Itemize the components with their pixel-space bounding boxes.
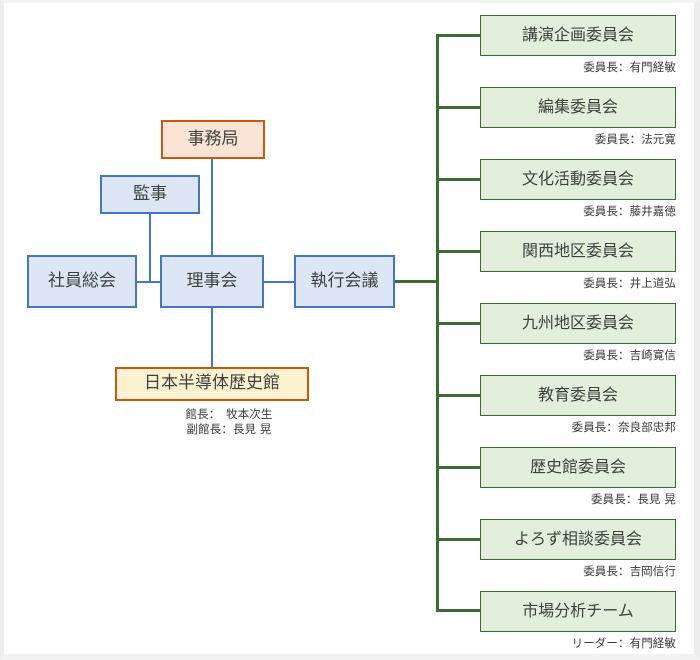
caption-committee-5: 委員長：奈良部忠邦 <box>571 420 676 434</box>
node-committee-1-label: 編集委員会 <box>537 97 618 117</box>
node-committee-8[interactable]: 市場分析チーム <box>480 591 676 632</box>
node-committee-5-label: 教育委員会 <box>537 385 618 405</box>
caption-committee-6: 委員長：長見 晃 <box>591 492 676 506</box>
node-committee-3[interactable]: 関西地区委員会 <box>480 231 676 272</box>
node-committee-6-label: 歴史館委員会 <box>529 457 626 477</box>
node-general-meeting[interactable]: 社員総会 <box>27 255 137 308</box>
caption-committee-1: 委員長：法元寛 <box>594 132 676 146</box>
node-auditor[interactable]: 監事 <box>100 175 200 214</box>
node-committee-0-label: 講演企画委員会 <box>521 25 634 45</box>
committee-branch <box>436 106 480 109</box>
node-committee-8-label: 市場分析チーム <box>522 601 634 621</box>
connector-secretariat-to-board <box>211 159 213 255</box>
committee-branch <box>436 178 480 181</box>
committee-branch <box>436 250 480 253</box>
node-committee-5[interactable]: 教育委員会 <box>480 375 676 416</box>
node-executive-meeting-label: 執行会議 <box>310 270 379 291</box>
committee-branch <box>436 34 480 37</box>
committee-branch <box>436 466 480 469</box>
connector-executive-to-trunk <box>394 280 439 283</box>
caption-committee-8: リーダー：有門経敏 <box>571 636 676 650</box>
node-museum[interactable]: 日本半導体歴史館 <box>115 367 309 401</box>
node-committee-3-label: 関西地区委員会 <box>521 241 634 261</box>
node-executive-meeting[interactable]: 執行会議 <box>294 255 395 308</box>
node-committee-2-label: 文化活動委員会 <box>521 169 634 189</box>
museum-caption-director: 館長： 牧本次生 <box>185 407 273 421</box>
node-committee-7-label: よろず相談委員会 <box>513 529 642 549</box>
committee-branch <box>436 609 480 612</box>
node-committee-0[interactable]: 講演企画委員会 <box>480 15 676 56</box>
connector-board-to-museum <box>211 308 213 368</box>
node-committee-4-label: 九州地区委員会 <box>521 313 634 333</box>
node-board-of-directors[interactable]: 理事会 <box>160 255 264 308</box>
committee-branch <box>436 538 480 541</box>
connector-generalmeeting-to-board <box>135 281 162 283</box>
node-auditor-label: 監事 <box>133 183 167 204</box>
node-secretariat[interactable]: 事務局 <box>161 120 265 159</box>
node-general-meeting-label: 社員総会 <box>48 270 116 291</box>
museum-caption-deputy-director: 副館長：長見 晃 <box>186 422 272 436</box>
connector-board-to-executive <box>262 281 295 283</box>
committee-branch <box>436 322 480 325</box>
node-committee-4[interactable]: 九州地区委員会 <box>480 303 676 344</box>
node-committee-7[interactable]: よろず相談委員会 <box>480 519 676 560</box>
caption-committee-7: 委員長：吉岡信行 <box>583 564 676 578</box>
connector-auditor-down <box>149 214 151 283</box>
node-committee-2[interactable]: 文化活動委員会 <box>480 159 676 200</box>
node-board-of-directors-label: 理事会 <box>186 270 238 291</box>
caption-committee-0: 委員長：有門経敏 <box>583 60 676 74</box>
node-museum-label: 日本半導体歴史館 <box>144 373 280 394</box>
caption-committee-3: 委員長：井上道弘 <box>583 276 676 290</box>
caption-committee-2: 委員長：藤井嘉徳 <box>583 204 676 218</box>
node-committee-1[interactable]: 編集委員会 <box>480 87 676 128</box>
node-committee-6[interactable]: 歴史館委員会 <box>480 447 676 488</box>
node-secretariat-label: 事務局 <box>187 128 239 149</box>
committee-branch <box>436 394 480 397</box>
caption-committee-4: 委員長：吉崎寛信 <box>583 348 676 362</box>
